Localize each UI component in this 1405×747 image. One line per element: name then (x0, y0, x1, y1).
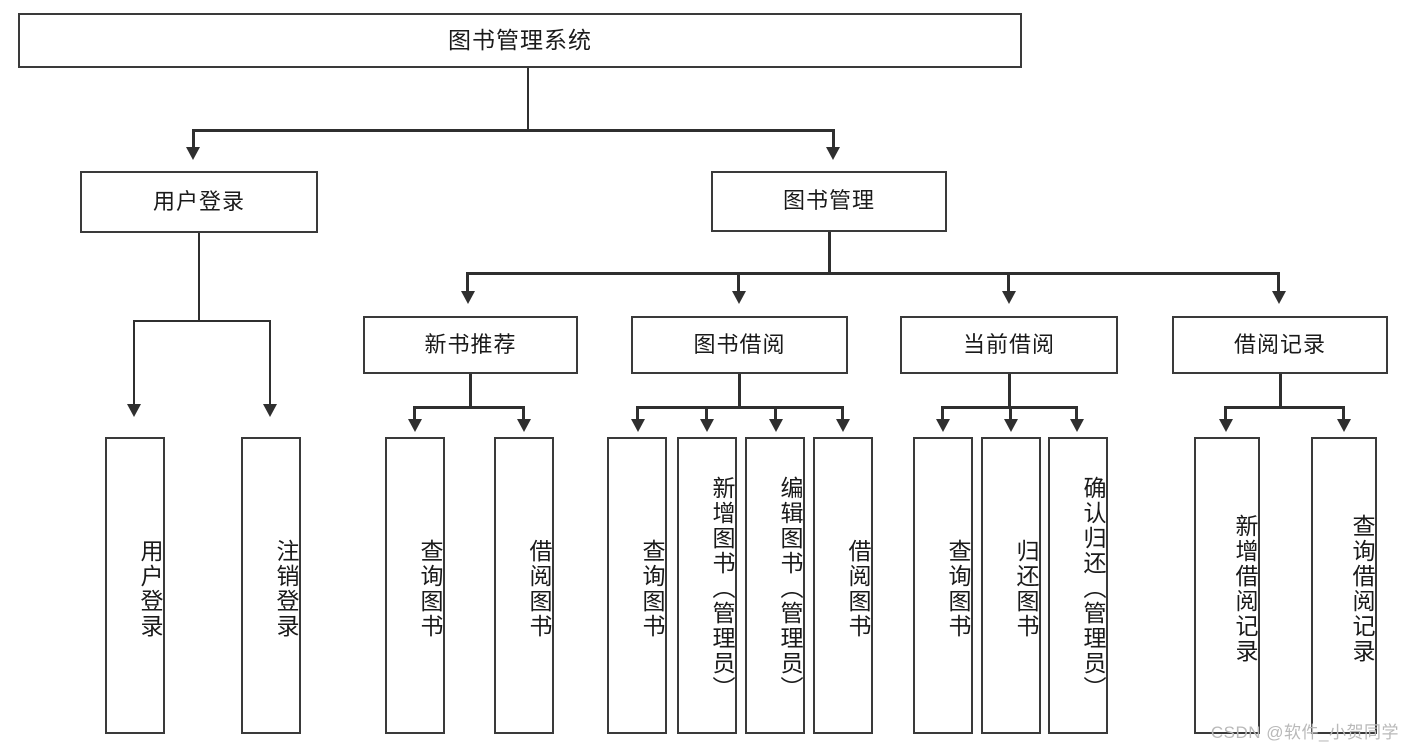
leaf-label: 归还图书 (1013, 538, 1039, 639)
leaf-label: 确认归还（管理员） (1080, 476, 1106, 701)
arrowhead-cb-return-book (1004, 419, 1018, 432)
arrowhead-nb-query-book (408, 419, 422, 432)
connector-bb-drop-1 (636, 406, 639, 422)
connector-bb-drop-4 (841, 406, 844, 422)
arrowhead-bb-query-book (631, 419, 645, 432)
arrowhead-nb-borrow-book (517, 419, 531, 432)
leaf-cb-confirm-return[interactable]: 确认归还（管理员） (1048, 437, 1108, 734)
leaf-label: 借阅图书 (526, 538, 552, 639)
leaf-nb-query-book[interactable]: 查询图书 (385, 437, 445, 734)
connector-root-bus (192, 129, 835, 132)
connector-borrow-record-bus (1224, 406, 1345, 409)
arrowhead-bb-edit-book (769, 419, 783, 432)
leaf-br-add-record[interactable]: 新增借阅记录 (1194, 437, 1260, 734)
connector-root-to-user-login (192, 129, 195, 151)
leaf-br-query-record[interactable]: 查询借阅记录 (1311, 437, 1377, 734)
leaf-label: 编辑图书（管理员） (777, 476, 803, 701)
arrowhead-book-borrow (732, 291, 746, 304)
connector-new-book-drop-1 (413, 406, 416, 422)
node-borrow-record[interactable]: 借阅记录 (1172, 316, 1388, 374)
leaf-label: 查询图书 (639, 538, 665, 639)
connector-new-book-drop-2 (522, 406, 525, 422)
connector-new-book-bus (413, 406, 525, 409)
connector-cb-drop-2 (1009, 406, 1012, 422)
arrowhead-cb-confirm-return (1070, 419, 1084, 432)
connector-root-stem (527, 68, 529, 130)
leaf-label: 用户登录 (137, 538, 163, 639)
leaf-label: 查询图书 (945, 538, 971, 639)
arrowhead-leaf-user-login (127, 404, 141, 417)
connector-root-to-book-manage (832, 129, 835, 151)
leaf-bb-query-book[interactable]: 查询图书 (607, 437, 667, 734)
connector-book-manage-drop-2 (737, 272, 740, 294)
leaf-nb-borrow-book[interactable]: 借阅图书 (494, 437, 554, 734)
arrowhead-br-query-record (1337, 419, 1351, 432)
arrowhead-leaf-logout (263, 404, 277, 417)
connector-user-login-drop-1 (133, 320, 135, 408)
node-book-borrow[interactable]: 图书借阅 (631, 316, 848, 374)
node-current-borrow[interactable]: 当前借阅 (900, 316, 1118, 374)
arrowhead-bb-add-book (700, 419, 714, 432)
arrowhead-user-login (186, 147, 200, 160)
arrowhead-book-manage (826, 147, 840, 160)
leaf-label: 查询图书 (417, 538, 443, 639)
arrowhead-current-borrow (1002, 291, 1016, 304)
connector-user-login-bus (133, 320, 270, 322)
connector-book-borrow-stem (738, 374, 741, 408)
connector-new-book-stem (469, 374, 472, 408)
leaf-bb-borrow-book[interactable]: 借阅图书 (813, 437, 873, 734)
connector-cb-drop-3 (1075, 406, 1078, 422)
connector-user-login-drop-2 (269, 320, 271, 408)
arrowhead-bb-borrow-book (836, 419, 850, 432)
node-new-book-recommend[interactable]: 新书推荐 (363, 316, 578, 374)
connector-borrow-record-stem (1279, 374, 1282, 408)
connector-book-manage-drop-1 (466, 272, 469, 294)
node-root-system[interactable]: 图书管理系统 (18, 13, 1022, 68)
connector-user-login-stem (198, 233, 200, 321)
leaf-label: 注销登录 (273, 538, 299, 639)
leaf-cb-query-book[interactable]: 查询图书 (913, 437, 973, 734)
connector-current-borrow-stem (1008, 374, 1011, 408)
leaf-bb-add-book[interactable]: 新增图书（管理员） (677, 437, 737, 734)
leaf-bb-edit-book[interactable]: 编辑图书（管理员） (745, 437, 805, 734)
leaf-label: 查询借阅记录 (1349, 513, 1375, 664)
leaf-label: 借阅图书 (845, 538, 871, 639)
connector-book-manage-stem (828, 232, 831, 274)
leaf-label: 新增图书（管理员） (709, 476, 735, 701)
connector-bb-drop-2 (705, 406, 708, 422)
connector-cb-drop-1 (941, 406, 944, 422)
arrowhead-borrow-record (1272, 291, 1286, 304)
connector-br-drop-1 (1224, 406, 1227, 422)
leaf-logout[interactable]: 注销登录 (241, 437, 301, 734)
leaf-label: 新增借阅记录 (1232, 513, 1258, 664)
connector-bb-drop-3 (774, 406, 777, 422)
connector-book-manage-drop-3 (1007, 272, 1010, 294)
arrowhead-br-add-record (1219, 419, 1233, 432)
connector-book-manage-bus (466, 272, 1280, 275)
node-book-management[interactable]: 图书管理 (711, 171, 947, 232)
connector-book-manage-drop-4 (1277, 272, 1280, 294)
leaf-cb-return-book[interactable]: 归还图书 (981, 437, 1041, 734)
leaf-user-login[interactable]: 用户登录 (105, 437, 165, 734)
connector-br-drop-2 (1342, 406, 1345, 422)
arrowhead-cb-query-book (936, 419, 950, 432)
connector-book-borrow-bus (636, 406, 844, 409)
node-user-login[interactable]: 用户登录 (80, 171, 318, 233)
arrowhead-new-book-recommend (461, 291, 475, 304)
